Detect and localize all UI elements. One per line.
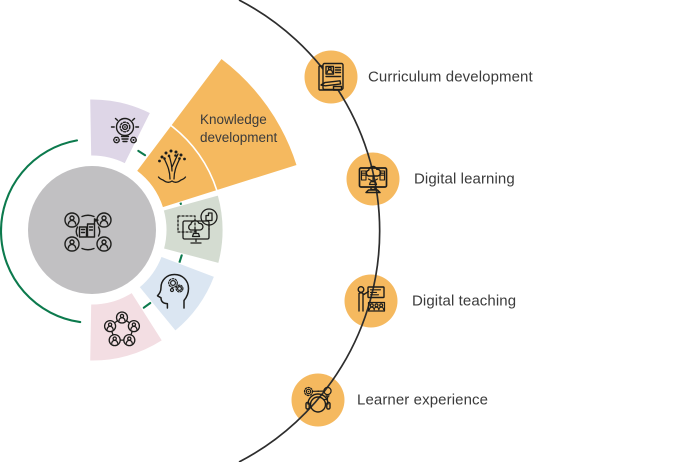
brain-gears xyxy=(168,278,184,293)
wedge-knowledge-development xyxy=(135,57,298,209)
lightbulb-gear-icon xyxy=(110,117,140,144)
hub-building xyxy=(78,218,99,238)
people-network-icon xyxy=(103,311,141,347)
document-pen-icon xyxy=(318,62,344,91)
hub-person-bottom-right xyxy=(96,236,112,252)
digital-learning-label: Digital learning xyxy=(414,170,515,188)
hub-link-top xyxy=(81,214,95,218)
wedge-digital-campus xyxy=(162,194,224,265)
pen xyxy=(320,80,342,87)
network-members xyxy=(103,311,141,347)
flower-gear-right xyxy=(130,136,137,144)
wedge-divider-arc xyxy=(170,124,218,191)
tree-leaves xyxy=(158,149,186,163)
student-headset-idea-icon xyxy=(303,386,332,413)
green-dash-3 xyxy=(178,254,183,264)
monitor-cloud-download-icon xyxy=(358,165,388,194)
orbit-nodes xyxy=(291,50,400,427)
wedge-cognition xyxy=(138,255,216,332)
hub-person-top-left xyxy=(64,212,80,228)
gear-bulb-link xyxy=(303,386,332,401)
search-bubble xyxy=(200,208,218,232)
curriculum-development-label: Curriculum development xyxy=(368,68,533,86)
green-dash-1 xyxy=(137,149,147,157)
dashed-frame xyxy=(177,215,196,233)
monitor-cloud-search-icon xyxy=(177,208,218,244)
green-dash-4 xyxy=(142,301,152,309)
audience xyxy=(367,301,386,312)
learner-experience-label: Learner experience xyxy=(357,391,489,409)
head-gears-icon xyxy=(156,273,190,309)
green-arc-left xyxy=(0,139,82,324)
wedge-innovation xyxy=(89,98,152,165)
growth-tree-icon xyxy=(157,149,187,183)
hub-link-right xyxy=(97,226,101,237)
digital-teaching-label: Digital teaching xyxy=(412,292,517,310)
campus-community-icon xyxy=(64,212,112,252)
hub-link-bottom xyxy=(81,247,95,251)
hub-person-bottom-left xyxy=(64,236,80,252)
flower-gear-left xyxy=(113,136,120,144)
hub-link-left xyxy=(75,226,79,237)
knowledge-development-label: Knowledge development xyxy=(200,112,278,145)
ring-wedges xyxy=(89,57,298,362)
wedge-community xyxy=(89,291,164,362)
orbit-arc xyxy=(238,0,381,462)
teacher-whiteboard-icon xyxy=(357,285,386,312)
